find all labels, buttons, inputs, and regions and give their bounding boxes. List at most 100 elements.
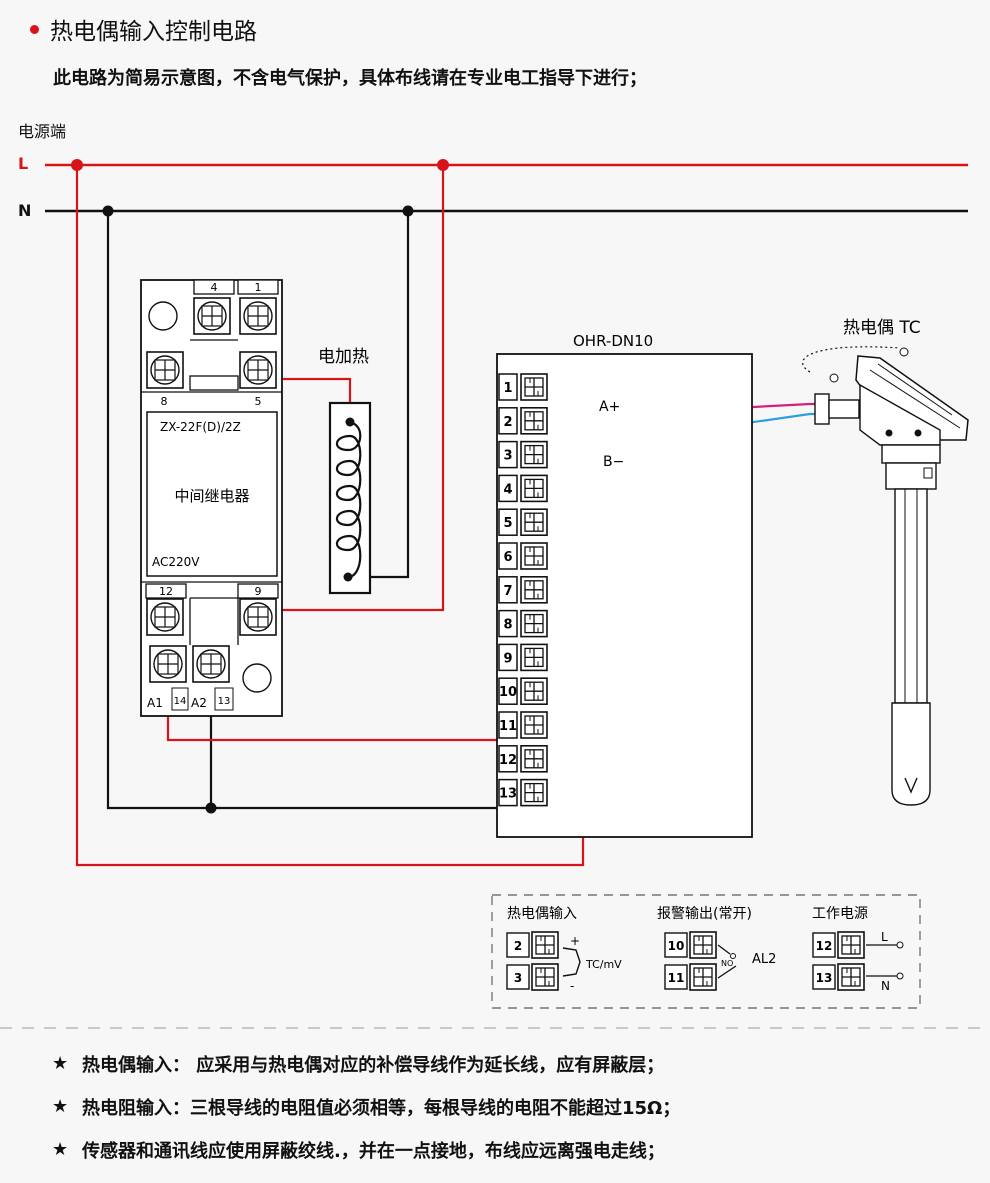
legend-terminal-13: 13 xyxy=(812,963,865,991)
relay-a2-label: A2 xyxy=(191,696,207,710)
neutral-line-label: N xyxy=(18,201,32,220)
note-text: 热电阻输入：三根导线的电阻值必须相等，每根导线的电阻不能超过15Ω； xyxy=(82,1097,681,1119)
legend-power-n: N xyxy=(881,979,890,993)
legend-terminal-10: 10 xyxy=(664,931,717,959)
controller-terminal-4: 4 xyxy=(498,474,548,503)
controller-terminal-label: 13 xyxy=(499,787,517,802)
legend-power-l: L xyxy=(881,930,888,944)
controller-terminal-2: 2 xyxy=(498,406,548,435)
junction-live-1 xyxy=(71,159,83,171)
notes-list: ★ 热电偶输入： 应采用与热电偶对应的补偿导线作为延长线，应有屏蔽层； ★ 热电阻输… xyxy=(52,1042,952,1171)
relay-term-5-label: 5 xyxy=(255,395,262,408)
controller-terminal-label: 11 xyxy=(499,719,517,734)
wire-live-to-relay-9 xyxy=(262,165,445,612)
legend-terminal-label: 10 xyxy=(668,939,685,953)
controller-terminal-11: 11 xyxy=(498,711,548,739)
junction-live-2 xyxy=(437,159,449,171)
relay-13-label: 13 xyxy=(218,696,231,707)
controller-terminal-10: 10 xyxy=(498,677,548,706)
controller-terminal-3: 3 xyxy=(498,440,548,469)
live-line-label: L xyxy=(18,154,29,173)
relay-a1-label: A1 xyxy=(147,696,163,710)
controller-terminal-12: 12 xyxy=(498,744,548,773)
relay-terminal-8 xyxy=(146,351,184,389)
thermocouple: 热电偶 TC xyxy=(802,318,969,806)
heater: 电加热 xyxy=(318,347,372,595)
relay-terminal-a2 xyxy=(192,645,230,683)
legend-tc-title: 热电偶输入 xyxy=(507,906,577,922)
relay-terminal-12 xyxy=(146,598,184,636)
relay-model: ZX-22F(D)/2Z xyxy=(160,420,241,434)
legend-terminal-label: 11 xyxy=(668,971,685,985)
legend-alarm-title: 报警输出(常开) xyxy=(657,906,752,922)
relay-term-9-label: 9 xyxy=(255,585,262,598)
controller-terminal-5: 5 xyxy=(498,508,548,537)
controller-terminal-13: 13 xyxy=(498,778,548,807)
star-icon: ★ xyxy=(52,1053,69,1074)
controller-terminal-9: 9 xyxy=(498,643,548,672)
wiring-diagram: 4 1 8 5 ZX-22F(D)/2Z 中间继电器 AC220V 12 9 A… xyxy=(0,159,990,1029)
controller-terminal-label: 1 xyxy=(503,381,512,396)
legend-power-title: 工作电源 xyxy=(812,906,868,922)
legend-tc-unit: TC/mV xyxy=(585,958,622,971)
relay-terminal-1 xyxy=(239,297,277,335)
relay-term-12-label: 12 xyxy=(159,585,173,598)
controller-terminal-label: 9 xyxy=(503,651,512,666)
legend-terminal-12: 12 xyxy=(812,931,865,959)
page-subtitle: 此电路为简易示意图，不含电气保护，具体布线请在专业电工指导下进行； xyxy=(53,68,647,89)
relay-14-label: 14 xyxy=(174,696,187,707)
controller-terminal-1: 1 xyxy=(498,373,548,401)
relay-voltage: AC220V xyxy=(152,555,200,569)
title-bullet xyxy=(30,25,39,34)
controller-terminal-7: 7 xyxy=(498,575,548,604)
junction-neutral-2 xyxy=(402,205,414,217)
heater-label: 电加热 xyxy=(318,347,369,367)
relay-term-1-label: 1 xyxy=(255,281,262,294)
relay-terminal-5 xyxy=(239,351,277,389)
relay-terminal-4 xyxy=(193,297,231,335)
legend-terminal-3: 3 xyxy=(506,963,559,991)
relay-term-8-label: 8 xyxy=(161,395,168,408)
legend-terminal-label: 3 xyxy=(514,971,522,985)
controller-terminal-label: 12 xyxy=(499,753,517,768)
legend-alarm-no: NO xyxy=(721,959,733,968)
note-item: ★ 热电偶输入： 应采用与热电偶对应的补偿导线作为延长线，应有屏蔽层； xyxy=(52,1042,952,1085)
legend-tc-plus: + xyxy=(570,934,580,948)
star-icon: ★ xyxy=(52,1139,69,1160)
legend-terminal-2: 2 xyxy=(506,931,559,959)
thermocouple-label: 热电偶 TC xyxy=(843,318,921,338)
relay-terminal-a1 xyxy=(149,645,187,683)
wire-neutral-to-terminal-13 xyxy=(106,211,543,810)
power-source-label: 电源端 xyxy=(18,122,67,141)
controller-terminal-label: 10 xyxy=(499,685,517,700)
legend: 热电偶输入 报警输出(常开) 工作电源 2 3 10 11 12 13 + - TC/mV… xyxy=(491,894,921,1009)
a-plus-label: A+ xyxy=(599,399,620,415)
b-minus-label: B− xyxy=(603,454,624,470)
legend-tc-minus: - xyxy=(570,979,574,993)
legend-alarm-name: AL2 xyxy=(752,952,776,967)
junction-neutral-3 xyxy=(205,802,217,814)
controller-terminal-label: 2 xyxy=(503,415,512,430)
note-text: 热电偶输入： 应采用与热电偶对应的补偿导线作为延长线，应有屏蔽层； xyxy=(82,1054,665,1076)
note-item: ★ 热电阻输入：三根导线的电阻值必须相等，每根导线的电阻不能超过15Ω； xyxy=(52,1085,952,1128)
star-icon: ★ xyxy=(52,1096,69,1117)
controller-terminal-8: 8 xyxy=(498,609,548,638)
relay-terminal-9 xyxy=(239,598,277,636)
controller-terminal-label: 4 xyxy=(503,482,512,497)
junction-neutral-1 xyxy=(102,205,114,217)
controller-terminal-label: 3 xyxy=(503,449,512,464)
legend-terminal-label: 13 xyxy=(816,971,833,985)
note-text: 传感器和通讯线应使用屏蔽绞线.，并在一点接地，布线应远离强电走线； xyxy=(82,1140,665,1162)
controller-terminal-label: 5 xyxy=(503,516,512,531)
controller-terminal-label: 8 xyxy=(503,618,512,633)
relay: 4 1 8 5 ZX-22F(D)/2Z 中间继电器 AC220V 12 9 A… xyxy=(140,279,283,717)
controller-terminal-6: 6 xyxy=(498,542,548,570)
controller-terminal-label: 6 xyxy=(503,550,512,565)
relay-term-4-label: 4 xyxy=(211,281,218,294)
page-title: 热电偶输入控制电路 xyxy=(50,19,257,45)
legend-terminal-11: 11 xyxy=(664,963,717,991)
legend-terminal-label: 2 xyxy=(514,939,522,953)
controller-terminal-label: 7 xyxy=(503,584,512,599)
relay-name: 中间继电器 xyxy=(174,487,249,505)
